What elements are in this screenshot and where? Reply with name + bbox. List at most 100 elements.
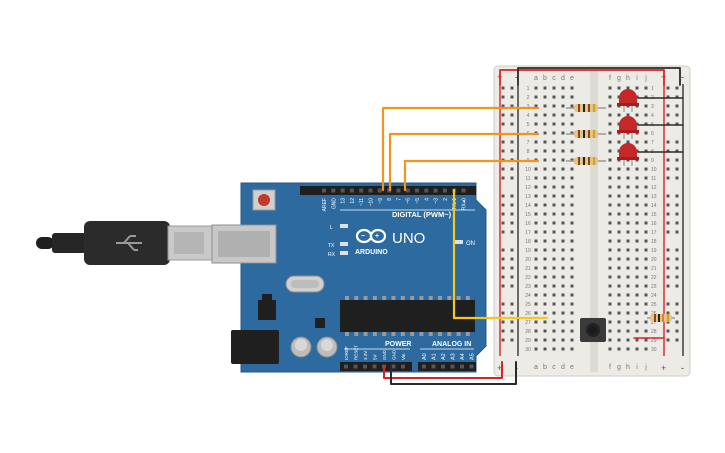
rail-hole[interactable]	[501, 149, 505, 153]
rail-hole[interactable]	[501, 113, 505, 117]
breadboard-hole[interactable]	[635, 194, 639, 198]
breadboard-hole[interactable]	[635, 257, 639, 261]
header-pin[interactable]	[359, 188, 364, 193]
power-pin[interactable]	[372, 364, 377, 369]
breadboard-hole[interactable]	[608, 140, 612, 144]
breadboard-hole[interactable]	[617, 347, 621, 351]
rail-hole[interactable]	[501, 311, 505, 315]
breadboard-hole[interactable]	[635, 185, 639, 189]
breadboard-hole[interactable]	[608, 311, 612, 315]
breadboard-hole[interactable]	[543, 302, 547, 306]
breadboard-hole[interactable]	[617, 257, 621, 261]
rail-hole[interactable]	[501, 122, 505, 126]
breadboard-hole[interactable]	[644, 176, 648, 180]
analog-pin[interactable]	[441, 364, 445, 369]
breadboard-hole[interactable]	[552, 104, 556, 108]
wire-orange-pin10[interactable]	[381, 106, 540, 192]
breadboard-hole[interactable]	[644, 302, 648, 306]
breadboard-hole[interactable]	[635, 275, 639, 279]
breadboard-hole[interactable]	[635, 176, 639, 180]
breadboard-hole[interactable]	[644, 167, 648, 171]
breadboard-hole[interactable]	[570, 149, 574, 153]
breadboard-hole[interactable]	[534, 239, 538, 243]
breadboard-hole[interactable]	[570, 140, 574, 144]
breadboard-hole[interactable]	[617, 185, 621, 189]
breadboard-hole[interactable]	[552, 275, 556, 279]
breadboard-hole[interactable]	[561, 266, 565, 270]
breadboard-hole[interactable]	[543, 122, 547, 126]
breadboard-hole[interactable]	[543, 311, 547, 315]
rail-hole[interactable]	[510, 140, 514, 144]
rail-hole[interactable]	[510, 275, 514, 279]
breadboard-hole[interactable]	[570, 131, 574, 135]
rail-hole[interactable]	[510, 302, 514, 306]
rail-hole[interactable]	[501, 203, 505, 207]
rail-hole[interactable]	[666, 284, 670, 288]
breadboard-hole[interactable]	[644, 266, 648, 270]
rail-hole[interactable]	[675, 257, 679, 261]
breadboard-hole[interactable]	[644, 221, 648, 225]
breadboard-hole[interactable]	[644, 275, 648, 279]
breadboard-hole[interactable]	[543, 230, 547, 234]
breadboard-hole[interactable]	[570, 275, 574, 279]
rail-hole[interactable]	[666, 176, 670, 180]
rail-hole[interactable]	[675, 311, 679, 315]
header-pin[interactable]	[377, 188, 382, 193]
breadboard-hole[interactable]	[608, 131, 612, 135]
breadboard-hole[interactable]	[635, 221, 639, 225]
breadboard-hole[interactable]	[561, 338, 565, 342]
breadboard-hole[interactable]	[570, 122, 574, 126]
rail-hole[interactable]	[510, 113, 514, 117]
breadboard-hole[interactable]	[635, 212, 639, 216]
breadboard-hole[interactable]	[561, 320, 565, 324]
rail-hole[interactable]	[666, 149, 670, 153]
breadboard-hole[interactable]	[608, 338, 612, 342]
breadboard-hole[interactable]	[543, 149, 547, 153]
breadboard-hole[interactable]	[644, 284, 648, 288]
breadboard-hole[interactable]	[561, 329, 565, 333]
breadboard-hole[interactable]	[543, 329, 547, 333]
breadboard-hole[interactable]	[552, 257, 556, 261]
rail-hole[interactable]	[510, 194, 514, 198]
breadboard-hole[interactable]	[644, 140, 648, 144]
breadboard-hole[interactable]	[644, 122, 648, 126]
rail-hole[interactable]	[666, 203, 670, 207]
rail-hole[interactable]	[510, 95, 514, 99]
rail-hole[interactable]	[501, 212, 505, 216]
breadboard-hole[interactable]	[626, 185, 630, 189]
breadboard-hole[interactable]	[617, 338, 621, 342]
power-pin[interactable]	[363, 364, 367, 369]
breadboard-hole[interactable]	[626, 347, 630, 351]
breadboard-hole[interactable]	[552, 149, 556, 153]
breadboard-hole[interactable]	[635, 338, 639, 342]
rail-hole[interactable]	[666, 329, 670, 333]
breadboard-hole[interactable]	[617, 275, 621, 279]
breadboard-hole[interactable]	[608, 95, 612, 99]
breadboard-hole[interactable]	[561, 275, 565, 279]
rail-hole[interactable]	[675, 284, 679, 288]
breadboard-hole[interactable]	[570, 230, 574, 234]
breadboard-hole[interactable]	[626, 230, 630, 234]
breadboard-hole[interactable]	[534, 293, 538, 297]
breadboard-hole[interactable]	[570, 320, 574, 324]
breadboard-hole[interactable]	[617, 221, 621, 225]
breadboard-hole[interactable]	[534, 113, 538, 117]
rail-hole[interactable]	[666, 302, 670, 306]
header-pin[interactable]	[331, 188, 336, 193]
breadboard-hole[interactable]	[608, 302, 612, 306]
rail-hole[interactable]	[501, 230, 505, 234]
breadboard-hole[interactable]	[570, 293, 574, 297]
breadboard-hole[interactable]	[534, 248, 538, 252]
rail-hole[interactable]	[501, 257, 505, 261]
breadboard-hole[interactable]	[570, 347, 574, 351]
breadboard-hole[interactable]	[635, 113, 639, 117]
rail-hole[interactable]	[666, 86, 670, 90]
breadboard-hole[interactable]	[561, 293, 565, 297]
rail-hole[interactable]	[675, 275, 679, 279]
breadboard-hole[interactable]	[608, 230, 612, 234]
breadboard-hole[interactable]	[644, 347, 648, 351]
breadboard-hole[interactable]	[552, 293, 556, 297]
resistor-icon[interactable]	[566, 157, 606, 165]
header-pin[interactable]	[442, 188, 447, 193]
